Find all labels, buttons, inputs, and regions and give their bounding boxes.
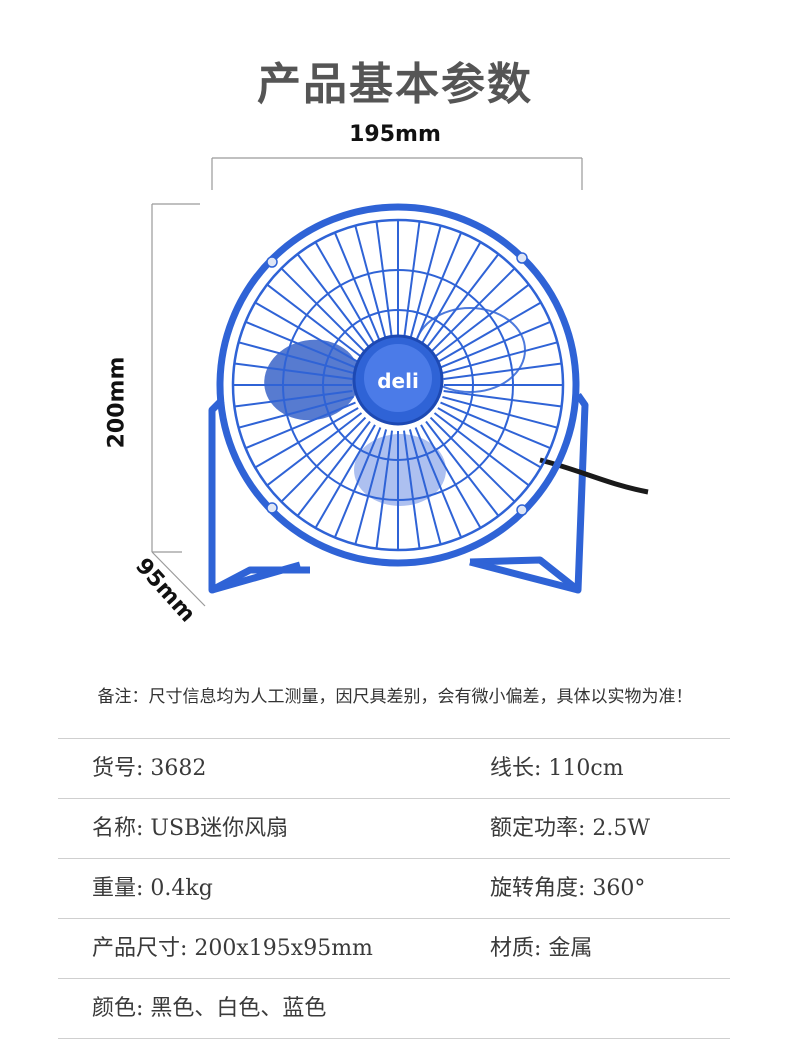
guard-spoke bbox=[442, 395, 558, 429]
guard-spoke bbox=[314, 424, 376, 529]
guard-spoke bbox=[266, 283, 363, 358]
fan-guard-spokes bbox=[233, 220, 563, 550]
guard-spoke bbox=[280, 416, 367, 503]
spec-row: 颜色: 黑色、白色、蓝色 bbox=[58, 978, 730, 1039]
guard-spoke bbox=[314, 241, 376, 346]
guard-spoke bbox=[403, 430, 421, 549]
guard-spoke bbox=[254, 407, 359, 469]
spec-item: 材质: 金属 bbox=[490, 936, 593, 961]
spec-item: 名称: USB迷你风扇 bbox=[92, 816, 289, 841]
guard-spoke bbox=[414, 232, 463, 343]
guard-spoke bbox=[437, 301, 542, 363]
guard-spoke bbox=[254, 301, 359, 363]
dimension-width-label: 195mm bbox=[349, 122, 441, 147]
guard-spoke bbox=[420, 424, 482, 529]
guard-spoke bbox=[238, 341, 354, 375]
guard-spoke bbox=[296, 420, 371, 517]
guard-spoke bbox=[443, 390, 562, 408]
guard-spoke bbox=[234, 390, 353, 408]
guard-spoke bbox=[408, 225, 442, 341]
guard-spoke bbox=[440, 320, 551, 369]
fan-product-image: deli bbox=[151, 157, 649, 607]
spec-item: 线长: 110cm bbox=[490, 756, 624, 781]
guard-spoke bbox=[375, 221, 393, 340]
spec-item: 重量: 0.4kg bbox=[92, 876, 213, 901]
guard-screws bbox=[266, 252, 528, 516]
brand-logo: deli bbox=[377, 369, 419, 393]
guard-spoke bbox=[354, 225, 388, 341]
guard-spoke bbox=[443, 362, 562, 380]
guard-spoke bbox=[234, 362, 353, 380]
guard-spoke bbox=[375, 430, 393, 549]
guard-spoke bbox=[433, 283, 530, 358]
measurement-note: 备注：尺寸信息均为人工测量，因尺具差别，会有微小偏差，具体以实物为准！ bbox=[97, 687, 693, 707]
spec-item: 产品尺寸: 200x195x95mm bbox=[92, 936, 373, 961]
spec-row: 货号: 3682 线长: 110cm bbox=[58, 738, 730, 798]
guard-spoke bbox=[280, 267, 367, 354]
guard-spoke bbox=[425, 420, 500, 517]
guard-spoke bbox=[442, 341, 558, 375]
spec-item: 额定功率: 2.5W bbox=[490, 816, 651, 841]
spec-item: 旋转角度: 360° bbox=[490, 876, 646, 901]
page-title: 产品基本参数 bbox=[257, 59, 533, 110]
fan-stand bbox=[208, 392, 589, 594]
guard-spoke bbox=[245, 320, 356, 369]
guard-spoke bbox=[245, 401, 356, 450]
guard-spoke bbox=[440, 401, 551, 450]
usb-cable bbox=[539, 457, 649, 495]
guard-spoke bbox=[425, 253, 500, 350]
guard-spoke bbox=[354, 429, 388, 545]
guard-spoke bbox=[433, 412, 530, 487]
spec-item: 颜色: 黑色、白色、蓝色 bbox=[92, 996, 327, 1021]
spec-row: 名称: USB迷你风扇 额定功率: 2.5W bbox=[58, 798, 730, 858]
guard-spoke bbox=[414, 427, 463, 538]
spec-row: 重量: 0.4kg 旋转角度: 360° bbox=[58, 858, 730, 918]
spec-table: 货号: 3682 线长: 110cm 名称: USB迷你风扇 额定功率: 2.5… bbox=[58, 738, 730, 1039]
guard-spoke bbox=[408, 429, 442, 545]
guard-spoke bbox=[420, 241, 482, 346]
guard-spoke bbox=[333, 232, 382, 343]
spec-item: 货号: 3682 bbox=[92, 756, 207, 781]
guard-spoke bbox=[333, 427, 382, 538]
guard-spoke bbox=[437, 407, 542, 469]
guard-spoke bbox=[296, 253, 371, 350]
guard-spoke bbox=[238, 395, 354, 429]
guard-spoke bbox=[266, 412, 363, 487]
spec-row: 产品尺寸: 200x195x95mm 材质: 金属 bbox=[58, 918, 730, 978]
guard-spoke bbox=[429, 416, 516, 503]
dimension-height-label: 200mm bbox=[104, 356, 130, 449]
guard-spoke bbox=[429, 267, 516, 354]
guard-spoke bbox=[403, 221, 421, 340]
dimension-lines bbox=[151, 157, 583, 607]
